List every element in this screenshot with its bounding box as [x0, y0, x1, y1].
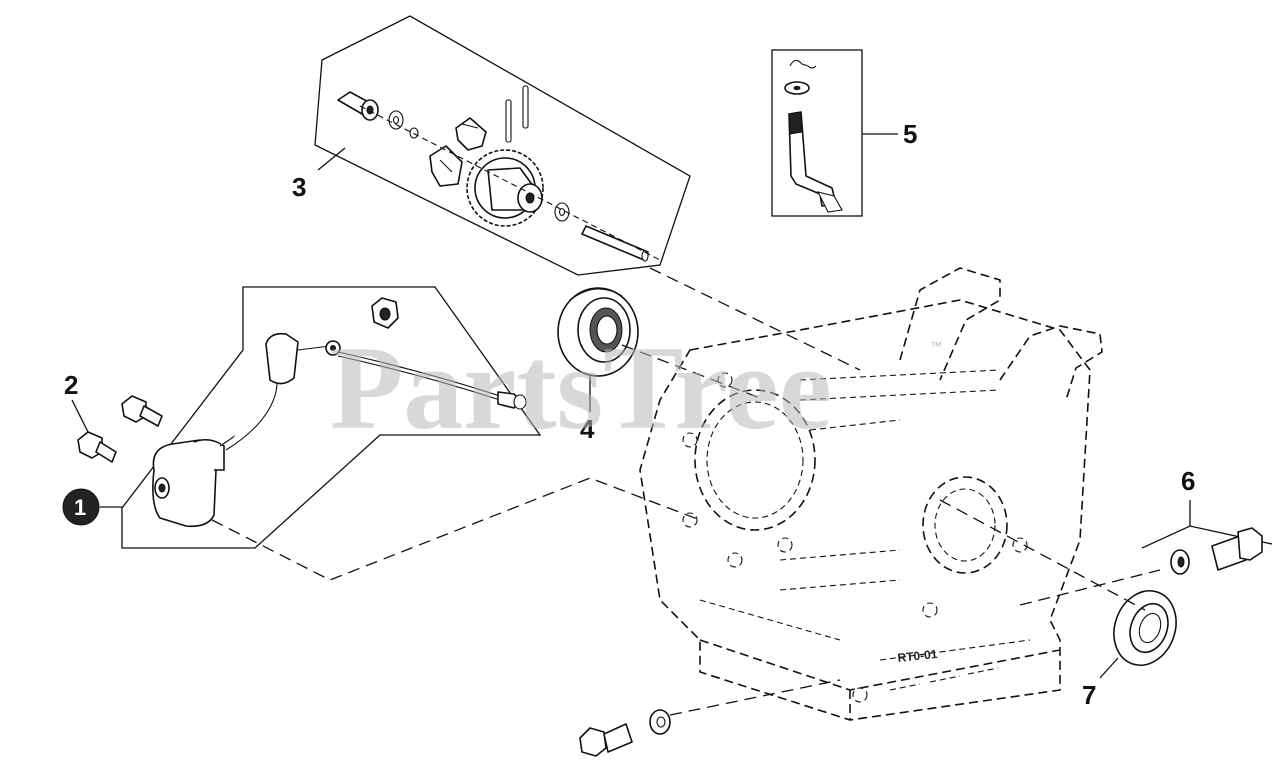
governor-arm-washer [784, 81, 810, 95]
oil-sensor-frame [121, 286, 542, 549]
lower-plug-bolt [579, 723, 633, 757]
callout-7[interactable]: 7 [1082, 680, 1096, 710]
oil-sensor-wire [219, 332, 527, 451]
callout-1[interactable]: 1 [74, 495, 86, 520]
governor-arm-group[interactable]: 5 [771, 49, 917, 217]
lower-drain-plug[interactable] [579, 709, 671, 757]
callout-1-marker [62, 488, 100, 526]
callout-3[interactable]: 3 [292, 172, 306, 202]
bolt-upper [121, 395, 163, 427]
crankcase: RT0-01 [639, 267, 1103, 721]
governor-assembly-frame [314, 15, 691, 276]
governor-flyweight-upper [455, 117, 487, 151]
governor-arm-frame [771, 49, 863, 217]
governor-gear [466, 149, 544, 227]
governor-arm-shaft [788, 111, 843, 213]
governor-arm-clip [789, 59, 817, 69]
governor-shaft [581, 225, 649, 262]
oil-seal-upper[interactable]: 4 [557, 287, 639, 444]
governor-flyweight-lower [429, 145, 463, 187]
watermark-text: PartsTree [330, 321, 832, 454]
governor-sleeve [337, 91, 379, 121]
drain-bolt-group[interactable]: 6 [1141, 466, 1273, 575]
callout-5[interactable]: 5 [903, 119, 917, 149]
watermark-trademark: ™ [930, 339, 942, 353]
callout-2[interactable]: 2 [64, 370, 78, 400]
cast-marking: RT0-01 [897, 647, 939, 665]
oil-sensor-nut [371, 297, 399, 329]
oil-sensor-body [152, 438, 225, 528]
oil-sensor-group[interactable]: 1 [62, 286, 542, 549]
bolt-lower [77, 431, 117, 463]
governor-pins [505, 85, 529, 143]
assembly-lines [211, 267, 1161, 716]
watermark: PartsTree ™ [330, 321, 942, 454]
drain-washer [1170, 549, 1190, 575]
governor-o-ring [409, 127, 419, 139]
callout-4[interactable]: 4 [580, 414, 595, 444]
oil-seal-lower[interactable]: 7 [1082, 582, 1186, 710]
mounting-bolts[interactable]: 2 [64, 370, 163, 463]
lower-plug-washer [649, 709, 671, 735]
governor-assembly-group[interactable]: 3 [292, 15, 691, 276]
drain-bolt [1211, 527, 1263, 571]
callout-6[interactable]: 6 [1181, 466, 1195, 496]
